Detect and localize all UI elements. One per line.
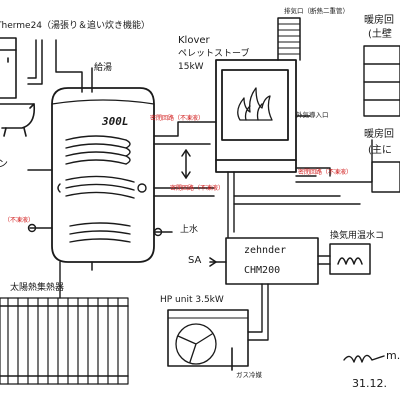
- therme-boiler: [0, 37, 17, 99]
- label-refrigerant: ガス冷媒: [236, 371, 262, 379]
- label-klover: Klover: [178, 35, 210, 46]
- hp-pipes: [247, 283, 269, 341]
- label-exhaust: 排気口（断熱二重管）: [284, 7, 349, 15]
- label-hp-unit: HP unit 3.5kW: [160, 295, 224, 305]
- label-heating-circuit-2b: (主に: [368, 145, 392, 156]
- label-therme: Therme24（湯張り＆追い炊き機能）: [0, 21, 151, 31]
- zehnder-unit: [209, 237, 331, 285]
- label-supply-air: SA: [188, 255, 202, 266]
- heat-pump-unit: [167, 309, 249, 371]
- label-heating-circuit-1: 暖房回: [364, 15, 394, 26]
- label-pellet-stove: ペレットストーブ: [178, 49, 250, 59]
- label-antifreeze: （不凍液）: [4, 217, 35, 224]
- label-left-partial: ン: [0, 159, 8, 170]
- label-ventilation-coil: 換気用温水コ: [330, 231, 385, 241]
- pellet-stove: [215, 59, 297, 173]
- label-water-supply: 上水: [180, 225, 199, 235]
- flame-icon: [237, 87, 273, 121]
- radiator-wall-2: [371, 161, 400, 193]
- label-closed-circuit-2: 密閉回路（不凍液）: [170, 185, 225, 192]
- stove-pipes: [227, 115, 373, 239]
- pump-icon: [27, 183, 163, 237]
- label-solar-collector: 太陽熱集熱器: [10, 283, 65, 293]
- coil-icon: [57, 135, 135, 243]
- solar-panel-icon: [0, 297, 129, 385]
- label-zehnder-model: CHM200: [244, 265, 281, 276]
- fan-icon: [175, 323, 217, 365]
- radiator-wall-1: [363, 45, 400, 117]
- storage-tank: [51, 87, 155, 263]
- label-heating-circuit-1b: (土壁: [368, 29, 392, 40]
- label-heating-circuit-2: 暖房回: [364, 129, 394, 140]
- label-date: 31.12.: [352, 377, 387, 390]
- label-stove-power: 15kW: [178, 62, 204, 72]
- bathtub-icon: [0, 103, 36, 137]
- tank-pipes: [91, 121, 217, 271]
- label-zehnder: zehnder: [244, 245, 287, 256]
- label-tank-capacity: 300L: [102, 115, 129, 128]
- signature-mark: [343, 354, 385, 363]
- label-kyuto: 給湯: [94, 63, 113, 73]
- exhaust-pipe: [277, 17, 301, 61]
- boiler-pipes: [27, 39, 93, 229]
- label-closed-circuit-1: 密閉回路（不凍液）: [150, 115, 205, 122]
- label-signature: m.: [386, 349, 400, 362]
- label-air-intake: 外気導入口: [296, 111, 329, 119]
- ventilation-coil: [329, 243, 371, 275]
- circuit-arrow: [181, 149, 191, 179]
- label-closed-circuit-3: 密閉回路（不凍液）: [298, 169, 353, 176]
